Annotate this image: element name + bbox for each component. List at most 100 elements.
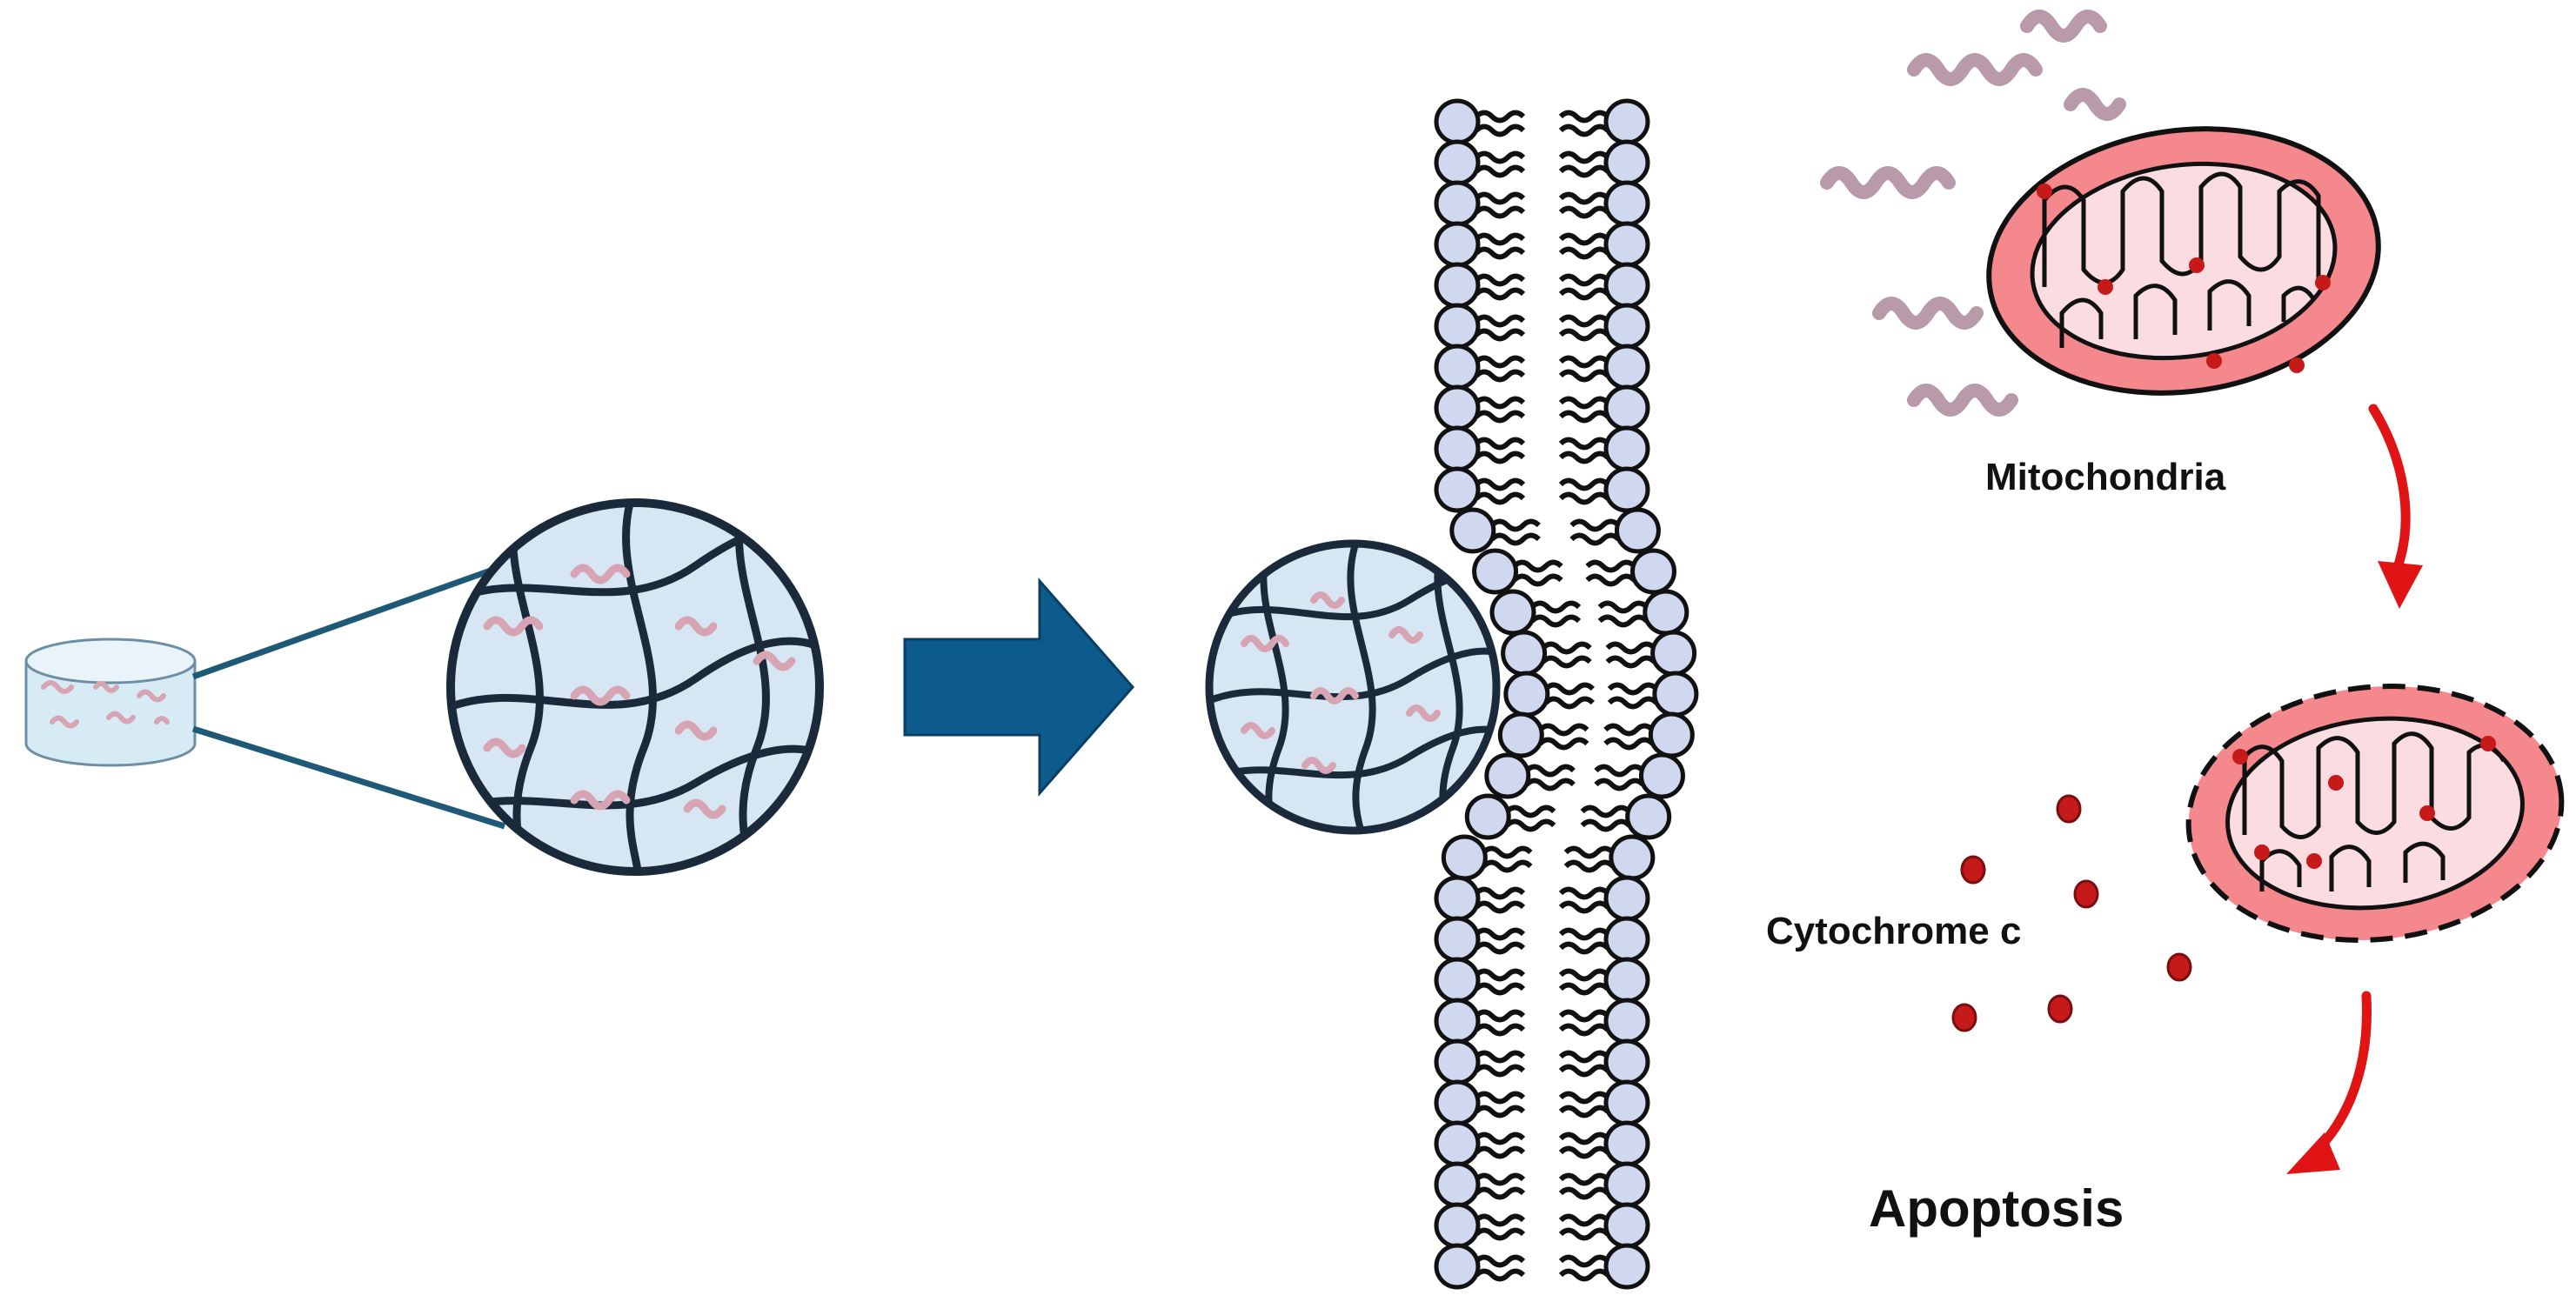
- lipid-tail: [1538, 737, 1589, 751]
- lipid-tail: [1558, 927, 1610, 941]
- lipid-head: [1603, 98, 1650, 145]
- zoom-line-top: [191, 564, 502, 680]
- lipid-tail: [1474, 205, 1526, 219]
- lipid-head: [1638, 752, 1685, 799]
- red-arrow-down-1: [2368, 404, 2423, 609]
- lipid-tail: [1474, 1268, 1526, 1282]
- lipid-tail: [1605, 641, 1656, 655]
- lipid-tail: [1512, 573, 1563, 587]
- lipid-tail: [1605, 655, 1656, 669]
- lipid-head: [1650, 630, 1697, 677]
- lipid-tail: [1474, 941, 1526, 955]
- lipid-tail: [1569, 518, 1621, 532]
- lipid-head: [1434, 98, 1481, 145]
- cell-membrane-bilayer: [1434, 98, 1699, 1290]
- lipid-head: [1434, 916, 1481, 963]
- lipid-head: [1434, 1202, 1481, 1249]
- lipid-tail: [1585, 559, 1636, 573]
- lipid-tail: [1607, 696, 1659, 710]
- lipid-tail: [1558, 150, 1610, 164]
- lipid-head: [1434, 998, 1481, 1045]
- lipid-tail: [1474, 1172, 1526, 1186]
- lipid-head: [1643, 589, 1689, 636]
- lipid-tail: [1580, 805, 1631, 818]
- lipid-tail: [1529, 600, 1582, 614]
- lipid-tail: [1512, 559, 1563, 573]
- hydrogel-container-icon: [24, 638, 197, 767]
- lipid-tail: [1558, 1023, 1610, 1037]
- lipid-head: [1489, 589, 1536, 636]
- lipid-tail: [1474, 1050, 1526, 1064]
- lipid-tail: [1558, 1268, 1610, 1282]
- lipid-tail: [1603, 737, 1655, 751]
- lipid-tail: [1474, 451, 1526, 464]
- lipid-tail: [1558, 232, 1610, 246]
- lipid-tail: [1524, 778, 1576, 791]
- lipid-head: [1434, 466, 1481, 513]
- lipid-head: [1441, 834, 1488, 881]
- lipid-tail: [1474, 396, 1526, 410]
- lipid-tail: [1558, 1172, 1610, 1186]
- lipid-head: [1609, 834, 1656, 881]
- lipid-tail: [1594, 778, 1645, 791]
- lipid-head: [1434, 1038, 1481, 1085]
- lipid-head: [1434, 384, 1481, 431]
- lipid-tail: [1474, 410, 1526, 424]
- lipid-tail: [1474, 1105, 1526, 1118]
- lipid-tail: [1505, 818, 1556, 832]
- lipid-tail: [1474, 164, 1526, 178]
- lipid-tail: [1558, 191, 1610, 205]
- lipid-head: [1434, 425, 1481, 472]
- lipid-tail: [1482, 845, 1533, 859]
- lipid-tail: [1603, 723, 1655, 737]
- lipid-tail: [1558, 355, 1610, 369]
- lipid-tail: [1474, 328, 1526, 342]
- lipid-tail: [1558, 982, 1610, 996]
- cytochrome-c-label: Cytochrome c: [1766, 910, 2021, 952]
- lipid-head: [1625, 793, 1672, 840]
- lipid-tail: [1474, 1186, 1526, 1200]
- lipid-tail: [1558, 968, 1610, 982]
- mitochondrion-healthy: [1986, 126, 2381, 396]
- lipid-tail: [1558, 491, 1610, 505]
- lipid-tail: [1558, 1254, 1610, 1268]
- hydrogel-network-small: [1205, 539, 1501, 835]
- lipid-tail: [1474, 355, 1526, 369]
- lipid-tail: [1558, 1145, 1610, 1159]
- lipid-tail: [1543, 682, 1595, 696]
- lipid-tail: [1538, 723, 1589, 737]
- zoom-line-bottom: [191, 725, 506, 830]
- lipid-tail: [1558, 1213, 1610, 1227]
- lipid-head: [1464, 793, 1511, 840]
- lipid-head: [1434, 139, 1481, 186]
- lipid-tail: [1558, 396, 1610, 410]
- lipid-tail: [1558, 1064, 1610, 1078]
- lipid-head: [1603, 1079, 1650, 1126]
- lipid-tail: [1474, 273, 1526, 287]
- lipid-head: [1603, 384, 1650, 431]
- lipid-head: [1603, 1202, 1650, 1249]
- lipid-tail: [1558, 164, 1610, 178]
- lipid-head: [1434, 303, 1481, 350]
- lipid-tail: [1580, 818, 1631, 832]
- lipid-tail: [1558, 328, 1610, 342]
- lipid-tail: [1474, 124, 1526, 137]
- lipid-tail: [1541, 655, 1592, 669]
- lipid-head: [1652, 671, 1699, 718]
- lipid-head: [1603, 875, 1650, 922]
- lipid-tail: [1558, 1132, 1610, 1145]
- lipid-tail: [1558, 1227, 1610, 1241]
- lipid-head: [1614, 507, 1661, 554]
- lipid-tail: [1474, 1145, 1526, 1159]
- lipid-head: [1603, 466, 1650, 513]
- lipid-tail: [1558, 941, 1610, 955]
- lipid-tail: [1474, 477, 1526, 491]
- lipid-tail: [1558, 1105, 1610, 1118]
- lipid-tail: [1543, 696, 1595, 710]
- lipid-head: [1434, 1243, 1481, 1290]
- lipid-tail: [1558, 886, 1610, 900]
- lipid-tail: [1474, 191, 1526, 205]
- lipid-tail: [1607, 682, 1659, 696]
- lipid-head: [1501, 630, 1548, 677]
